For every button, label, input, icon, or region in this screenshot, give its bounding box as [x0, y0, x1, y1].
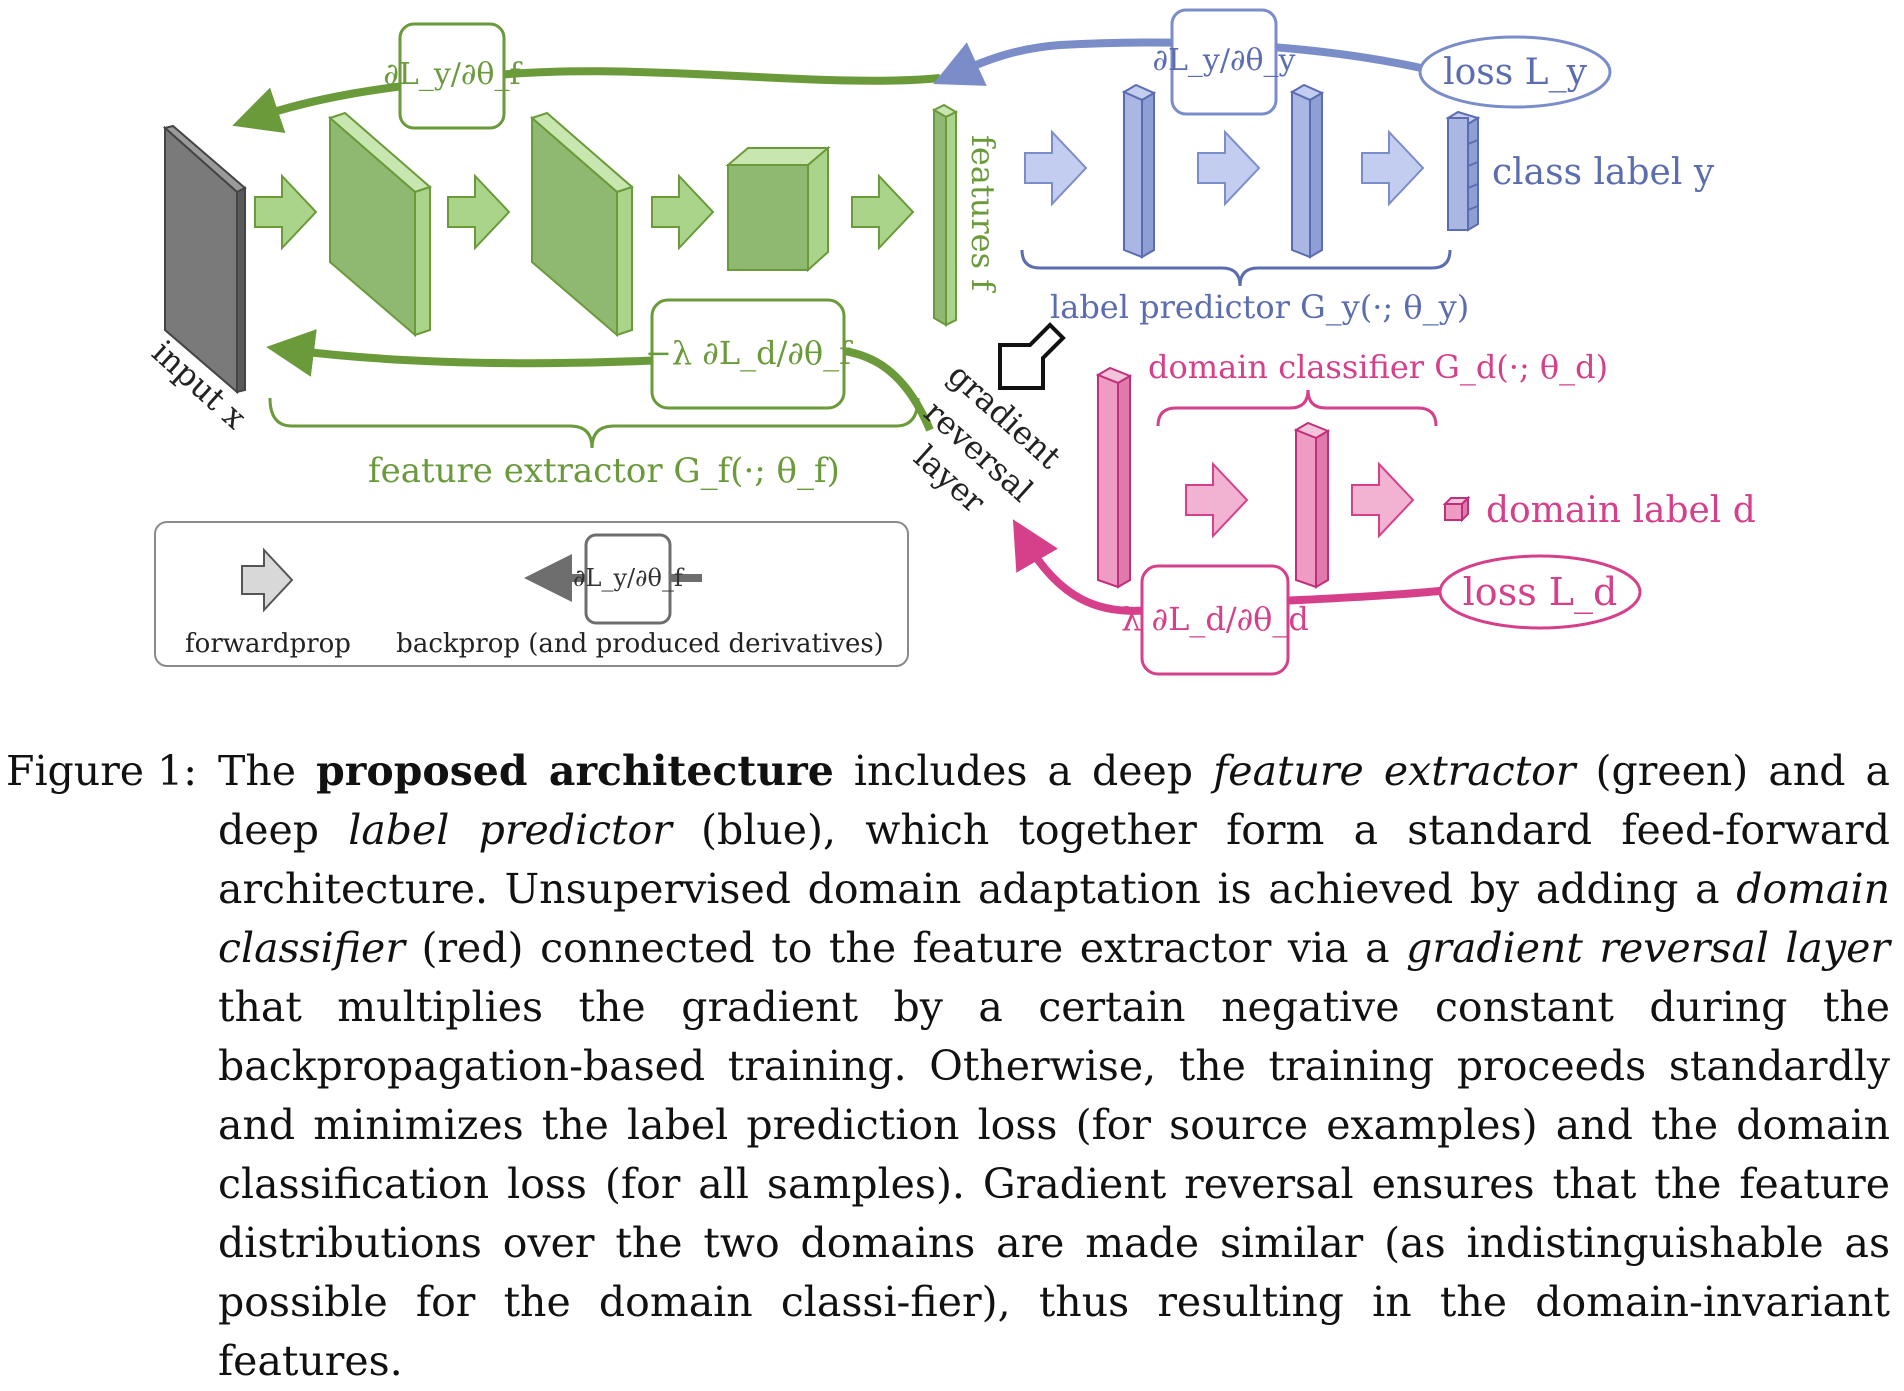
architecture-diagram: input x features f — [145, 8, 1756, 676]
forward-arrow-green — [447, 173, 511, 251]
forward-arrow-green — [254, 173, 318, 251]
grad-theta-y-label: ∂L_y/∂θ_y — [1152, 43, 1295, 78]
loss-d-label: loss L_d — [1463, 570, 1618, 615]
legend-forward-arrow — [241, 547, 294, 613]
label-layer-1 — [1121, 83, 1157, 259]
caption-label: Figure 1: — [6, 747, 198, 795]
features-vector — [931, 103, 959, 327]
forward-arrow-pink — [1185, 461, 1249, 539]
legend-grad-box — [584, 533, 672, 625]
domain-output-cube — [1442, 495, 1471, 523]
forward-arrow-blue — [1361, 129, 1425, 207]
grad-theta-f-label: ∂L_y/∂θ_f — [383, 57, 522, 92]
conv-block-2 — [530, 111, 634, 338]
label-predictor-label: label predictor G_y(·; θ_y) — [1050, 288, 1469, 326]
forward-arrow-green — [851, 173, 915, 251]
figure-caption: Figure 1: The proposed architecture incl… — [0, 742, 1900, 1385]
class-label: class label y — [1492, 152, 1715, 193]
grad-reversed-label: −λ ∂L_d/∂θ_f — [645, 334, 853, 372]
domain-classifier-brace — [1156, 389, 1438, 427]
loss-y-ellipse — [1418, 35, 1612, 109]
loss-d-ellipse — [1438, 554, 1642, 630]
legend-forward-label: forwardprop — [185, 629, 351, 659]
loss-y-label: loss L_y — [1443, 52, 1587, 93]
backprop-arrow-top-green — [232, 67, 941, 134]
forward-arrow-green — [651, 173, 715, 251]
domain-label: domain label d — [1486, 490, 1756, 531]
forward-arrow-pink — [1351, 461, 1415, 539]
gradient-reversal-arrow — [998, 322, 1066, 390]
forward-arrow-blue — [1197, 129, 1261, 207]
class-output-vector — [1445, 110, 1481, 232]
grad-box-theta-d — [1140, 564, 1290, 676]
label-predictor-brace — [1020, 249, 1452, 287]
feature-extractor-brace — [268, 397, 920, 449]
backprop-arrow-top-blue — [933, 38, 1431, 86]
conv-block-3 — [725, 145, 831, 273]
grad-box-reversed — [650, 298, 846, 410]
domain-layer-1 — [1095, 366, 1133, 589]
forward-arrow-blue — [1024, 129, 1088, 207]
grad-box-theta-y — [1170, 8, 1278, 116]
domain-layer-2 — [1293, 421, 1331, 589]
conv-block-1 — [328, 111, 432, 338]
caption-text: The proposed architecture includes a dee… — [218, 747, 1891, 1385]
domain-classifier-label: domain classifier G_d(·; θ_d) — [1148, 348, 1608, 386]
legend-backprop-label: backprop (and produced derivatives) — [396, 629, 884, 659]
grad-theta-d-label: λ ∂L_d/∂θ_d — [1121, 600, 1309, 638]
label-layer-2 — [1289, 83, 1325, 259]
feature-extractor-label: feature extractor G_f(·; θ_f) — [368, 451, 840, 491]
input-slab — [162, 124, 247, 395]
grad-box-theta-f — [398, 22, 506, 130]
features-label: features f — [964, 135, 1002, 293]
legend-grad-label: ∂L_y/∂θ_f — [573, 564, 685, 592]
